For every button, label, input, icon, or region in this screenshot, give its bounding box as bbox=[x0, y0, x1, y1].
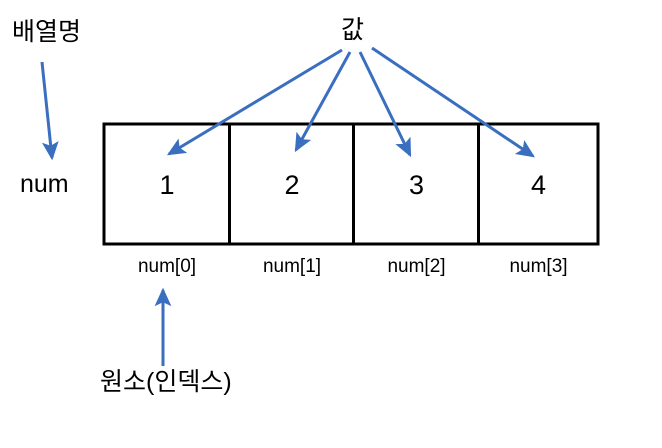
values-annotation: 값 bbox=[341, 16, 365, 44]
cell-value-2: 3 bbox=[408, 170, 425, 200]
cell-value-3: 4 bbox=[530, 170, 547, 200]
cell-value-1: 2 bbox=[284, 170, 300, 200]
arrow-array-name bbox=[40, 61, 59, 161]
cell-value-0: 1 bbox=[159, 170, 175, 200]
cell-index-label-1: num[1] bbox=[262, 256, 322, 277]
cell-index-label-2: num[2] bbox=[387, 256, 446, 277]
cell-index-label-3: num[3] bbox=[509, 256, 568, 277]
array-name-annotation: 배열명 bbox=[12, 18, 82, 46]
array-name-label: num bbox=[20, 170, 69, 198]
cell-index-label-0: num[0] bbox=[137, 256, 197, 277]
arrow-value-1 bbox=[294, 51, 352, 153]
element-index-annotation: 원소(인덱스) bbox=[100, 368, 232, 396]
arrow-value-2 bbox=[358, 51, 412, 158]
arrow-value-3 bbox=[371, 46, 535, 158]
arrow-value-0 bbox=[166, 48, 343, 156]
